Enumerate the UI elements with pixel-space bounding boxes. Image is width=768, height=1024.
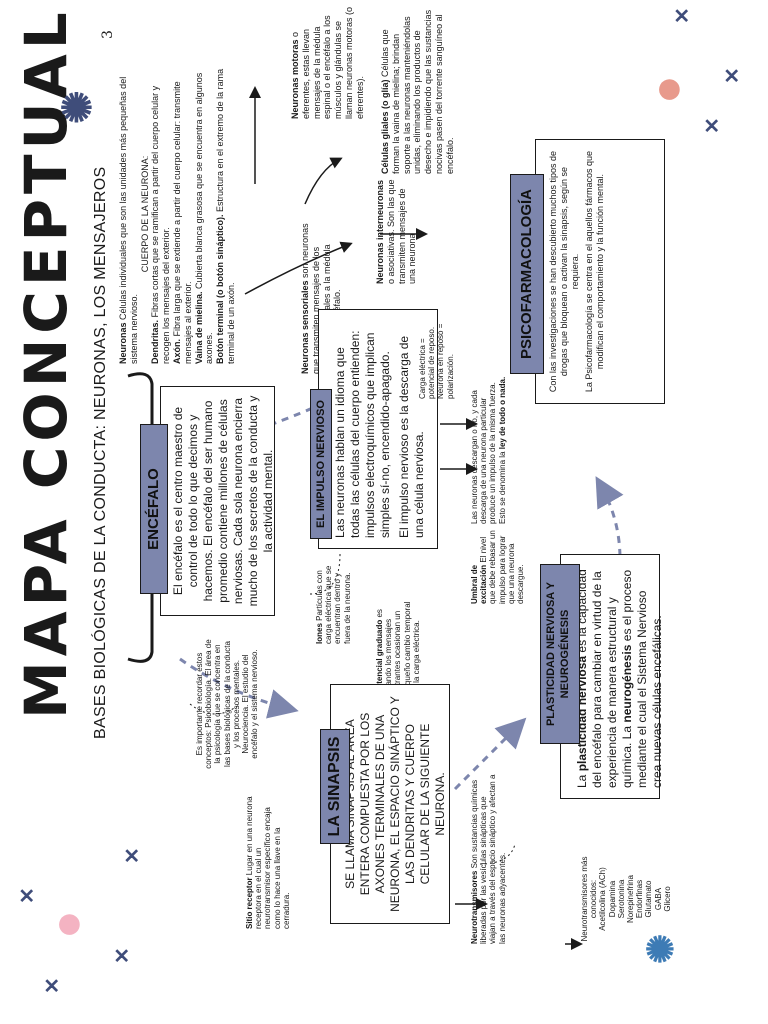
brain-illustration-icon: ● (641, 75, 694, 104)
impulso-text1: Las neuronas hablan un idioma que todas … (333, 330, 392, 538)
cross-decoration-icon: ✕ (17, 887, 39, 904)
mielina-label: Vaina de mielina. (193, 291, 204, 364)
interneuronas-text: o asociativas. Son las que transmiten me… (385, 179, 418, 284)
neuronas-motoras: Neuronas motoras o eferentes, estas llev… (290, 4, 366, 119)
sinapsis-tag: LA SINAPSIS (320, 729, 350, 844)
glia-label: Células gliales (o glía) (380, 79, 390, 174)
neuron-illustration-icon: ✺ (56, 90, 100, 124)
cross-decoration-icon: ✕ (722, 67, 744, 84)
neurona-cuerpo: CUERPO DE LA NEURONA: (139, 155, 150, 273)
neurona-intro-label: Neuronas (118, 322, 128, 364)
map-subtitle: BASES BIOLÓGICAS DE LA CONDUCTA: NEURONA… (92, 166, 109, 740)
encefalo-box: El encéfalo es el centro maestro de cont… (160, 386, 275, 616)
axon-text: Fibra larga que se extiende a partir del… (171, 81, 193, 364)
nt-item: Serotonina (616, 879, 626, 919)
neuronas-sensoriales-label: Neuronas sensoriales (300, 280, 310, 374)
plasticidad-tag: PLASTICIDAD NERVIOSA Y NEUROGÉNESIS (540, 564, 580, 744)
ley-todo-nada-label: ley de todo o nada. (497, 376, 507, 450)
cross-decoration-icon: ✕ (122, 847, 144, 864)
iones: Iones Partículas con carga eléctrica que… (315, 554, 352, 644)
neuron-small-icon: ✺ (640, 933, 681, 964)
psicofarmacologia-box: Con las investigaciones se han descubier… (535, 139, 665, 404)
sitio-receptor-label: Sitio receptor (245, 877, 254, 929)
psicofarmacologia-tag: PSICOFARMACOLOGÍA (510, 174, 544, 374)
nt-list-title: Neurotransmisores más conocidos: (580, 856, 599, 942)
ley-todo-nada: Las neuronas descargan o no, y cada desc… (470, 374, 507, 524)
cross-decoration-icon: ✕ (112, 947, 134, 964)
neuronas-motoras-text: o eferentes, estas llevan mensajes de la… (290, 6, 365, 119)
neurona-intro: Células individuales que son las unidade… (118, 76, 139, 364)
umbral-label: Umbral de excitación (470, 564, 489, 604)
carga-electrica: Carga eléctrica = potencial de reposo. N… (418, 323, 455, 399)
plasticidad-kw2: neurogénesis (620, 644, 634, 723)
sitio-receptor: Sitio receptor Lugar en una neurona rece… (245, 789, 291, 929)
cross-decoration-icon: ✕ (702, 117, 724, 134)
iones-label: Iones (315, 623, 324, 644)
note-psicobiologia: Es importante recordar estos conceptos: … (195, 639, 260, 769)
dendritas-label: Dendritas. (150, 319, 161, 364)
plasticidad-text1: La (575, 774, 589, 788)
psicofarmacologia-text2: La Psicofarmacología se centra en el aqu… (584, 150, 606, 393)
nt-item: Norepinefrina (625, 874, 635, 924)
impulso-tag: EL IMPULSO NERVIOSO (310, 389, 332, 539)
interneuronas: Neuronas interneuronas o asociativas. So… (375, 174, 418, 284)
brain-character-icon: ● (41, 910, 94, 939)
neurona-definitions: Neuronas Células individuales que son la… (118, 64, 237, 364)
neurotransmisores-label: Neurotransmisores (470, 870, 479, 944)
interneuronas-label: Neuronas interneuronas (375, 179, 385, 284)
celulas-gliales: Células gliales (o glía) Células que for… (380, 4, 456, 174)
encefalo-tag: ENCÉFALO (140, 424, 168, 594)
sinapsis-text: SE LLAMA SINAPSIS AL ÁREA ENTERA COMPUES… (343, 696, 447, 912)
potencial-graduado: Potencial graduado es cuando los mensaje… (375, 599, 421, 694)
potencial-graduado-label: Potencial graduado (375, 619, 384, 694)
neuronas-motoras-label: Neuronas motoras (290, 39, 300, 119)
axon-label: Axón. (171, 338, 182, 364)
glia-text: Células que forman la vaina de mielina; … (380, 9, 455, 174)
boton-label: Botón terminal (o botón sináptico). (215, 214, 226, 365)
umbral-excitacion: Umbral de excitación El nivel que debe r… (470, 529, 525, 604)
psicofarmacologia-text1: Con las investigaciones se han descubier… (548, 150, 580, 393)
nt-item: Acetilcolina (ACh) (598, 867, 608, 931)
cross-decoration-icon: ✕ (42, 977, 64, 994)
neurotransmisores: Neurotransmisores Son sustancias química… (470, 774, 507, 944)
page-number: 3 (100, 30, 116, 39)
cross-decoration-icon: ✕ (672, 7, 694, 24)
encefalo-text: El encéfalo es el centro maestro de cont… (171, 395, 275, 607)
nt-item: Dopamina (607, 880, 617, 918)
